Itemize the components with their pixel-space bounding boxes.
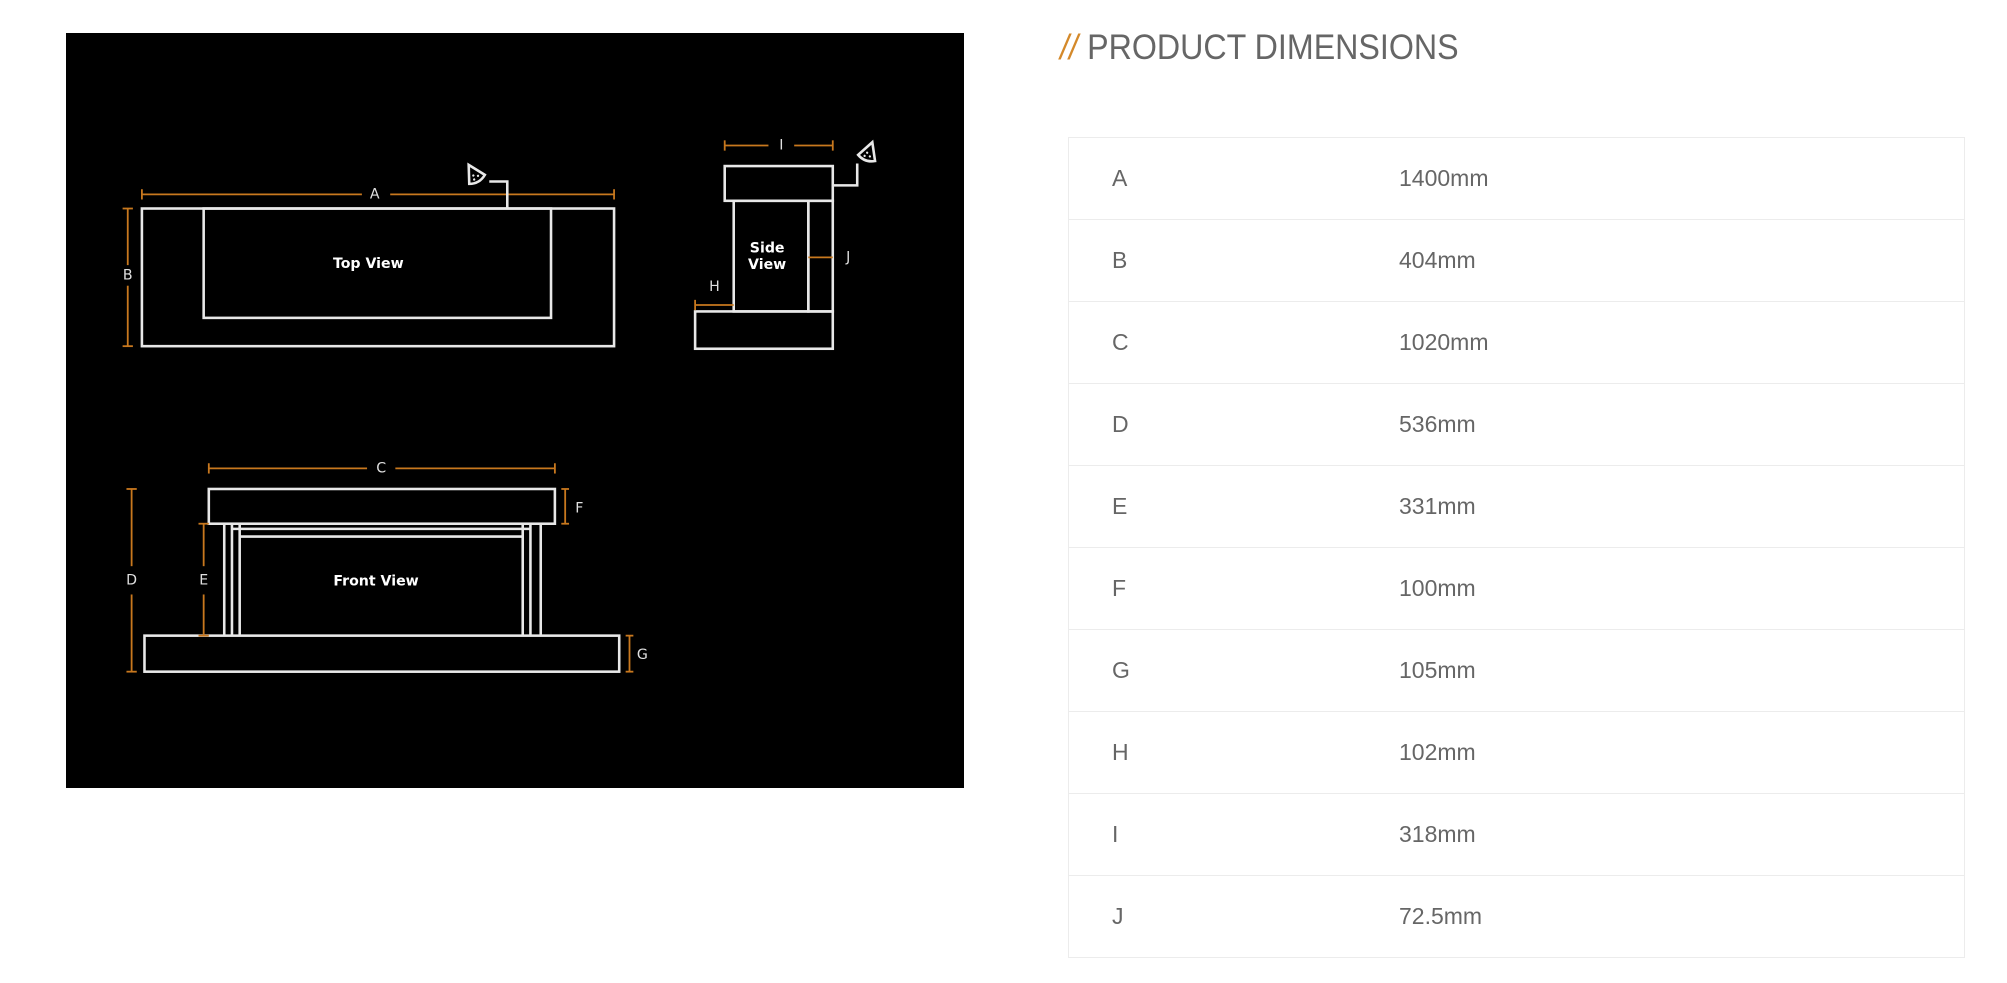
dimension-b-label: B	[123, 267, 133, 283]
dimension-i-label: I	[779, 137, 783, 153]
product-dimension-diagram: Top View A B Side View I J H	[66, 33, 964, 788]
top-view-outer	[140, 207, 616, 348]
dimension-label: I	[1068, 793, 1399, 876]
dimension-value: 536mm	[1399, 383, 1965, 466]
dimension-label: D	[1068, 383, 1399, 466]
dimension-value: 331mm	[1399, 465, 1965, 548]
dimension-label: A	[1068, 137, 1399, 220]
heading-text: PRODUCT DIMENSIONS	[1087, 28, 1459, 67]
dimension-value: 318mm	[1399, 793, 1965, 876]
heading-slash-decoration: //	[1060, 28, 1078, 67]
side-view-label-line2: View	[748, 257, 786, 273]
dimension-value: 1400mm	[1399, 137, 1965, 220]
plug-icon	[467, 162, 487, 186]
dimension-label: F	[1068, 547, 1399, 630]
front-view-label: Front View	[333, 574, 418, 590]
dimension-value: 105mm	[1399, 629, 1965, 712]
front-view: Front View C D E F G	[122, 459, 648, 673]
dimension-g-label: G	[637, 647, 648, 663]
top-view: Top View A B	[118, 162, 616, 348]
dimension-d-label: D	[126, 572, 137, 588]
dimension-label: B	[1068, 219, 1399, 302]
page-title: //PRODUCT DIMENSIONS	[1060, 28, 1459, 68]
dimension-value: 100mm	[1399, 547, 1965, 630]
side-view-label-line1: Side	[750, 240, 785, 256]
dimension-label: G	[1068, 629, 1399, 712]
dimension-j-label: J	[845, 249, 850, 265]
dimension-label: J	[1068, 875, 1399, 958]
dimension-label: H	[1068, 711, 1399, 794]
dimension-f-label: F	[575, 500, 583, 516]
diagram-svg: Top View A B Side View I J H	[118, 136, 877, 673]
dimension-h-label: H	[709, 279, 720, 295]
dimension-label: C	[1068, 301, 1399, 384]
power-cord	[489, 180, 509, 209]
top-view-label: Top View	[333, 256, 404, 272]
side-power-cord	[832, 163, 859, 187]
plug-icon	[856, 139, 877, 163]
dimension-value: 404mm	[1399, 219, 1965, 302]
dimension-c-label: C	[376, 460, 386, 476]
dimension-value: 102mm	[1399, 711, 1965, 794]
dimension-value: 1020mm	[1399, 301, 1965, 384]
side-view: Side View I J H	[693, 136, 877, 351]
top-view-inner	[202, 207, 553, 320]
dimension-label: E	[1068, 465, 1399, 548]
dimension-e-label: E	[199, 572, 208, 588]
dimension-value: 72.5mm	[1399, 875, 1965, 958]
dimension-a-label: A	[370, 186, 380, 202]
